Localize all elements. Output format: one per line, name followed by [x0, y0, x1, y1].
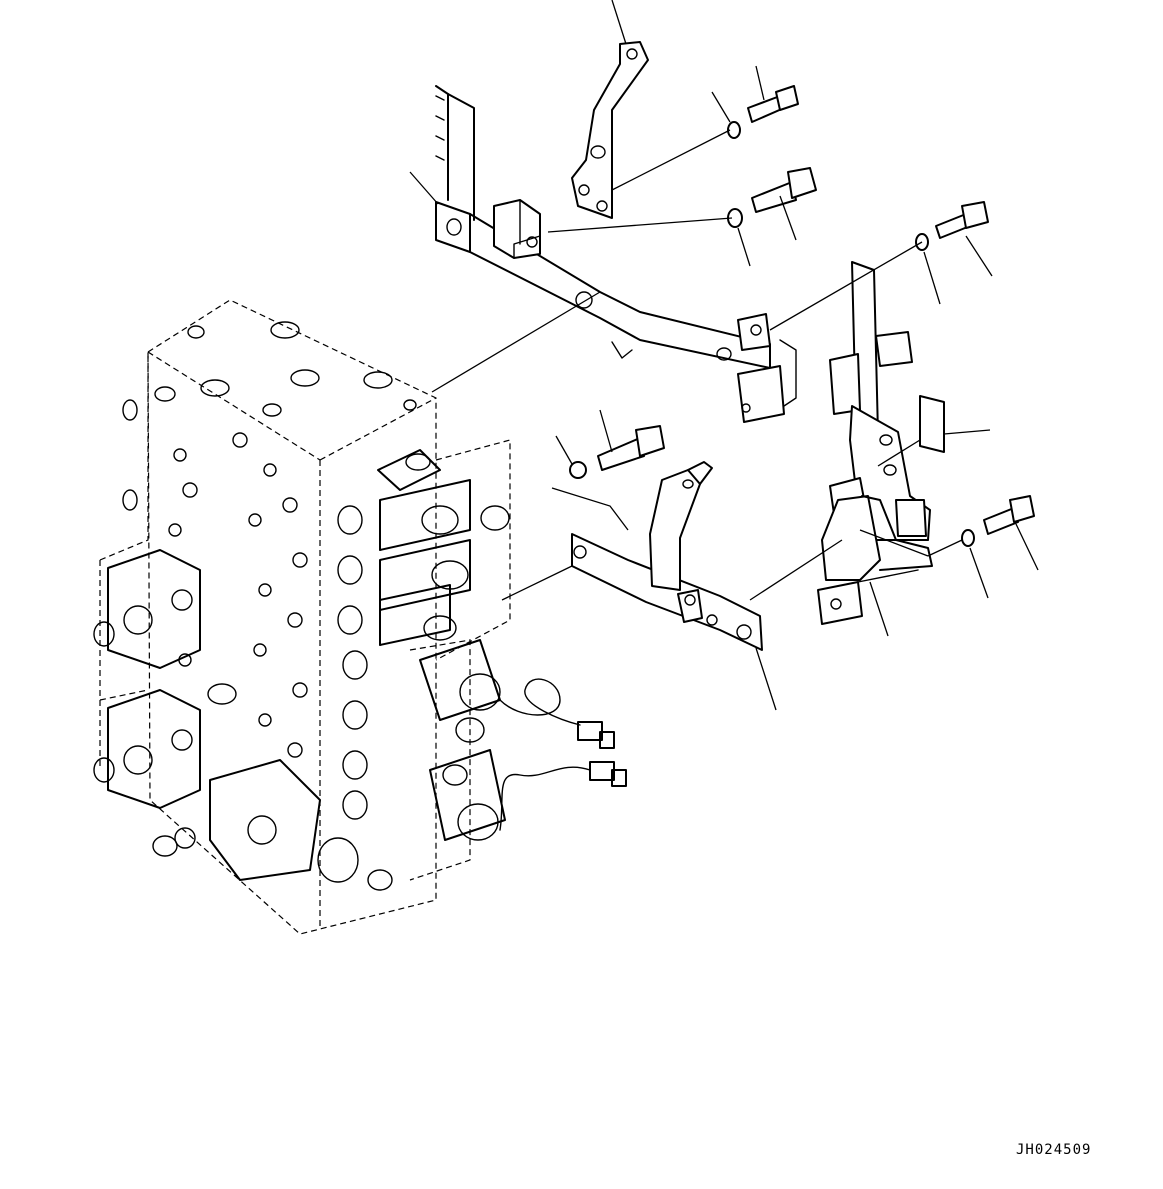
bolt-center	[598, 426, 664, 470]
valve-left-blocks	[94, 400, 320, 880]
drawing-id-label: JH024509	[1016, 1142, 1092, 1158]
main-control-valve	[94, 300, 626, 934]
pad	[920, 396, 944, 452]
bolt-right-top	[936, 202, 988, 238]
valve-port-holes	[169, 433, 307, 757]
bolt-right-bottom	[984, 496, 1034, 534]
right-bracket	[818, 262, 932, 624]
wire-harness-connector	[500, 679, 626, 830]
solenoid-valve	[208, 450, 509, 890]
washer	[570, 122, 974, 546]
upper-bracket	[436, 86, 796, 422]
bolt-top	[748, 86, 798, 122]
valve-top-plugs	[155, 322, 416, 416]
leader-lines	[410, 0, 1038, 710]
bolt	[598, 86, 1034, 534]
lower-bracket	[572, 462, 762, 650]
vertical-bracket	[572, 42, 648, 218]
bolt-mid	[752, 168, 816, 212]
